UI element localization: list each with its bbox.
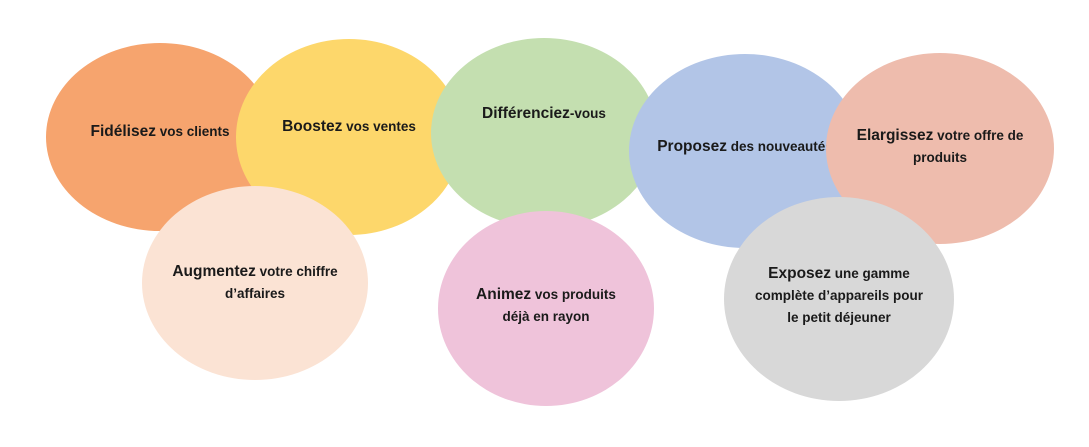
bubble-label-bold: Différenciez [482, 105, 570, 122]
bubble-label: Proposez des nouveautés [657, 136, 833, 158]
bubble-label-rest: votre offre de produits [913, 127, 1024, 165]
bubble-label-rest: vos ventes [342, 119, 416, 134]
bubble-label-bold: Exposez [768, 265, 832, 282]
bubble-label-rest: vos clients [155, 124, 230, 139]
bubble-differenciez: Différenciez-vous [431, 38, 657, 228]
bubble-label-rest: des nouveautés [726, 139, 833, 154]
bubble-label-bold: Proposez [657, 138, 727, 155]
bubble-exposez: Exposez une gamme complète d’appareils p… [724, 197, 954, 401]
bubble-label-rest: vos produits déjà en rayon [502, 286, 616, 324]
bubble-label-bold: Elargissez [856, 126, 934, 144]
bubble-boostez: Boostez vos ventes [236, 39, 462, 235]
bubble-label: Fidélisez vos clients [90, 121, 229, 143]
bubble-label-rest: votre chiffre d’affaires [224, 264, 338, 301]
bubble-label-rest: -vous [569, 106, 606, 121]
bubble-label: Augmentez votre chiffre d’affaires [170, 261, 340, 305]
bubble-label-rest: une gamme complète d’appareils pour le p… [754, 266, 924, 325]
bubble-label-bold: Augmentez [172, 263, 256, 280]
bubble-animez: Animez vos produits déjà en rayon [438, 211, 654, 406]
bubble-label: Différenciez-vous [482, 103, 606, 125]
bubble-label: Elargissez votre offre de produits [854, 125, 1026, 169]
bubble-elargissez: Elargissez votre offre de produits [826, 53, 1054, 244]
bubble-label-bold: Fidélisez [90, 123, 156, 140]
bubble-label: Animez vos produits déjà en rayon [466, 284, 626, 328]
bubble-augmentez: Augmentez votre chiffre d’affaires [142, 186, 368, 380]
bubble-label: Boostez vos ventes [282, 116, 416, 138]
bubble-label-bold: Boostez [282, 118, 343, 135]
bubble-label: Exposez une gamme complète d’appareils p… [752, 263, 926, 329]
bubble-label-bold: Animez [476, 285, 532, 303]
